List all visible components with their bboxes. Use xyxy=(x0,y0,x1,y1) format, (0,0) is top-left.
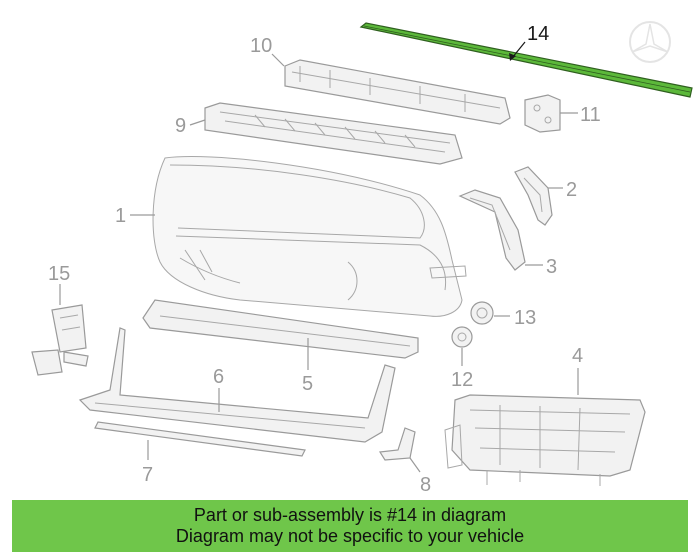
brand-logo-icon xyxy=(629,21,671,63)
parts-diagram: 1 2 3 4 5 6 7 8 9 10 11 12 13 14 15 xyxy=(31,21,693,496)
leader-9 xyxy=(189,119,206,126)
part-13-grommet[interactable] xyxy=(470,301,494,325)
callout-12: 12 xyxy=(451,369,473,391)
leader-14-arrow xyxy=(509,53,516,61)
callout-2: 2 xyxy=(566,179,577,201)
part-6-air-dam[interactable] xyxy=(78,327,396,443)
callout-11: 11 xyxy=(580,104,601,126)
info-banner: Part or sub-assembly is #14 in diagram D… xyxy=(12,500,688,552)
callout-1: 1 xyxy=(115,205,126,227)
part-9-absorber[interactable] xyxy=(204,102,463,165)
callout-14: 14 xyxy=(527,23,549,45)
callout-6: 6 xyxy=(213,366,224,388)
leader-10 xyxy=(271,53,285,67)
part-3-bracket[interactable] xyxy=(458,189,526,271)
part-4-radiator-support[interactable] xyxy=(444,394,646,486)
part-15-sensor[interactable] xyxy=(31,304,89,376)
part-12-cap[interactable] xyxy=(451,326,473,348)
callout-10: 10 xyxy=(250,35,272,57)
part-10-support-bar[interactable] xyxy=(284,59,511,125)
part-2-bracket[interactable] xyxy=(514,166,553,226)
banner-line-2: Diagram may not be specific to your vehi… xyxy=(175,526,525,546)
callout-15: 15 xyxy=(48,263,70,285)
part-8-bracket[interactable] xyxy=(378,427,416,461)
callout-9: 9 xyxy=(175,115,186,137)
callout-13: 13 xyxy=(514,307,536,329)
callout-7: 7 xyxy=(142,464,153,486)
banner-line-1: Part or sub-assembly is #14 in diagram xyxy=(193,505,507,525)
part-14-weatherstrip[interactable] xyxy=(359,22,693,98)
callout-5: 5 xyxy=(302,373,313,395)
callout-4: 4 xyxy=(572,345,583,367)
part-11-bracket[interactable] xyxy=(524,94,561,133)
callout-8: 8 xyxy=(420,474,431,496)
part-7-strip[interactable] xyxy=(94,421,306,457)
leader-8 xyxy=(409,457,421,473)
callout-3: 3 xyxy=(546,256,557,278)
part-1-bumper-cover[interactable] xyxy=(152,156,467,317)
part-5-lower-trim[interactable] xyxy=(142,299,419,359)
